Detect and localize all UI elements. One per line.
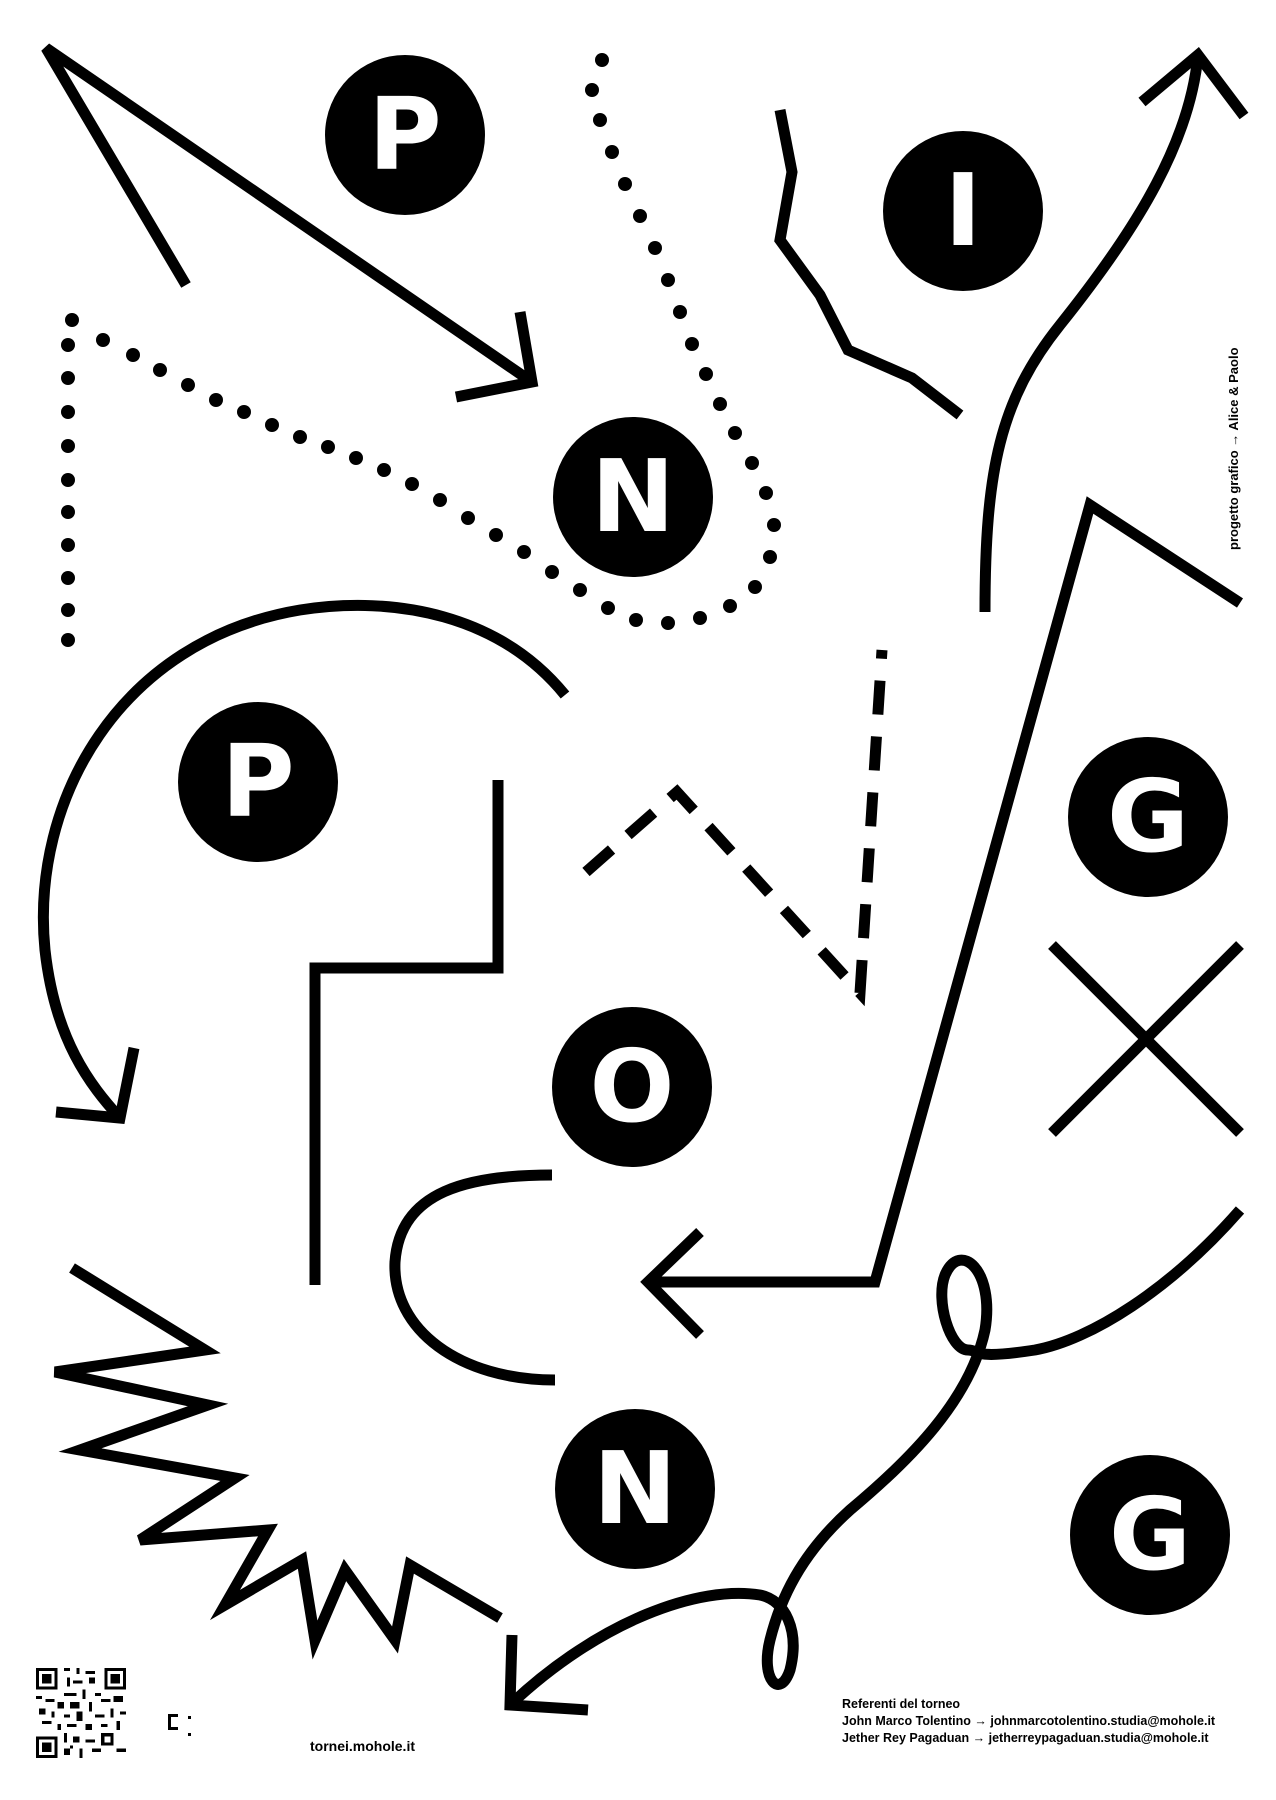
referents-title: Referenti del torneo bbox=[842, 1697, 961, 1711]
referents-block: Referenti del torneo John Marco Tolentin… bbox=[842, 1696, 1215, 1747]
qr-code-icon[interactable] bbox=[36, 1668, 126, 1758]
mohole-logo-icon bbox=[168, 1714, 191, 1736]
referent-name: Jether Rey Pagaduan bbox=[842, 1731, 970, 1745]
zigzag-line bbox=[774, 108, 964, 420]
arrow-right-icon: → bbox=[974, 1714, 987, 1728]
letter-disc-o: O bbox=[552, 1007, 712, 1167]
half-loop bbox=[389, 1169, 556, 1386]
letter-disc-p-top: P bbox=[325, 55, 485, 215]
disc-letter: G bbox=[1108, 1476, 1192, 1593]
wavy-arrow-head bbox=[1138, 47, 1249, 120]
referent-row: John Marco Tolentino → johnmarcotolentin… bbox=[842, 1713, 1215, 1730]
referent-email-link[interactable]: johnmarcotolentino.studia@mohole.it bbox=[990, 1714, 1216, 1728]
letter-disc-g-bottom: G bbox=[1070, 1455, 1230, 1615]
letter-disc-n-top: N bbox=[553, 417, 713, 577]
letter-disc-g-middle: G bbox=[1068, 737, 1228, 897]
diagonal-arrow-head bbox=[454, 311, 539, 403]
arrow-right-icon: → bbox=[1226, 433, 1241, 447]
x-mark-b bbox=[1048, 941, 1244, 1137]
credit-authors: Alice & Paolo bbox=[1226, 347, 1241, 431]
referent-email-link[interactable]: jetherreypagaduan.studia@mohole.it bbox=[988, 1731, 1209, 1745]
disc-letter: P bbox=[221, 723, 295, 840]
dashed-zigzag bbox=[582, 649, 888, 1007]
disc-letter: O bbox=[589, 1028, 675, 1145]
wavy-arrow bbox=[979, 54, 1204, 613]
credit-label: progetto grafico bbox=[1226, 450, 1241, 550]
website-link[interactable]: tornei.mohole.it bbox=[310, 1738, 415, 1754]
arrow-right-icon: → bbox=[972, 1731, 986, 1745]
design-credit: progetto grafico → Alice & Paolo bbox=[1226, 340, 1248, 550]
diagonal-arrow bbox=[41, 43, 536, 387]
disc-letter: G bbox=[1106, 758, 1190, 875]
curly-arrow-head bbox=[504, 1634, 589, 1716]
dotted-path-left bbox=[61, 53, 781, 647]
zigzag-burst bbox=[53, 1263, 503, 1660]
semicircle-arrow bbox=[37, 599, 570, 1122]
curly-arrow bbox=[506, 1206, 1245, 1709]
disc-letter: P bbox=[368, 76, 442, 193]
long-line-arrow-head bbox=[640, 1228, 704, 1339]
long-line bbox=[648, 496, 1244, 1288]
semicircle-arrow-head bbox=[55, 1046, 140, 1124]
letter-disc-p-middle: P bbox=[178, 702, 338, 862]
stair-line bbox=[309, 780, 504, 1285]
letter-disc-n-bottom: N bbox=[555, 1409, 715, 1569]
referent-row: Jether Rey Pagaduan → jetherreypagaduan.… bbox=[842, 1730, 1215, 1747]
disc-letter: I bbox=[944, 152, 982, 269]
disc-letter: N bbox=[591, 438, 675, 555]
letter-disc-i: I bbox=[883, 131, 1043, 291]
referent-name: John Marco Tolentino bbox=[842, 1714, 971, 1728]
disc-letter: N bbox=[593, 1430, 677, 1547]
